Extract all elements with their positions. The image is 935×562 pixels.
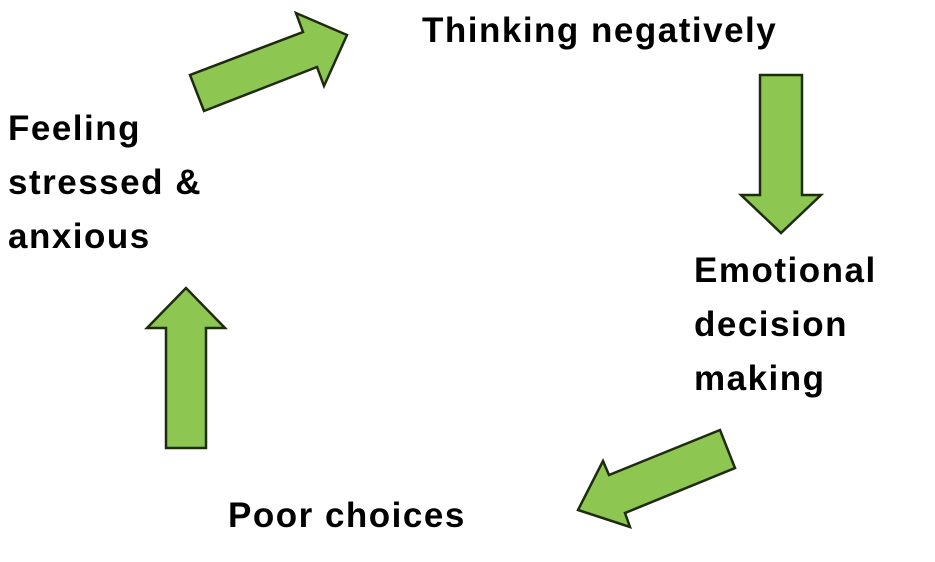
- node-label-line: decision: [694, 305, 848, 344]
- arrow-up-right-icon: [188, 10, 349, 113]
- arrow-up-icon: [144, 286, 228, 450]
- node-label-line: Emotional: [694, 251, 877, 290]
- node-emotional-decision-making: Emotional decision making: [694, 244, 877, 406]
- node-label-line: stressed &: [8, 163, 202, 202]
- arrow-down-left-icon: [576, 428, 737, 529]
- node-feeling-stressed-anxious: Feeling stressed & anxious: [8, 102, 202, 264]
- arrow-down-icon: [737, 73, 825, 235]
- node-label-line: Poor choices: [228, 496, 466, 535]
- node-label-line: Thinking negatively: [422, 11, 778, 50]
- node-label-line: making: [694, 359, 826, 398]
- node-thinking-negatively: Thinking negatively: [422, 4, 777, 58]
- node-label-line: Feeling: [8, 109, 142, 148]
- node-label-line: anxious: [8, 217, 151, 256]
- node-poor-choices: Poor choices: [228, 489, 466, 543]
